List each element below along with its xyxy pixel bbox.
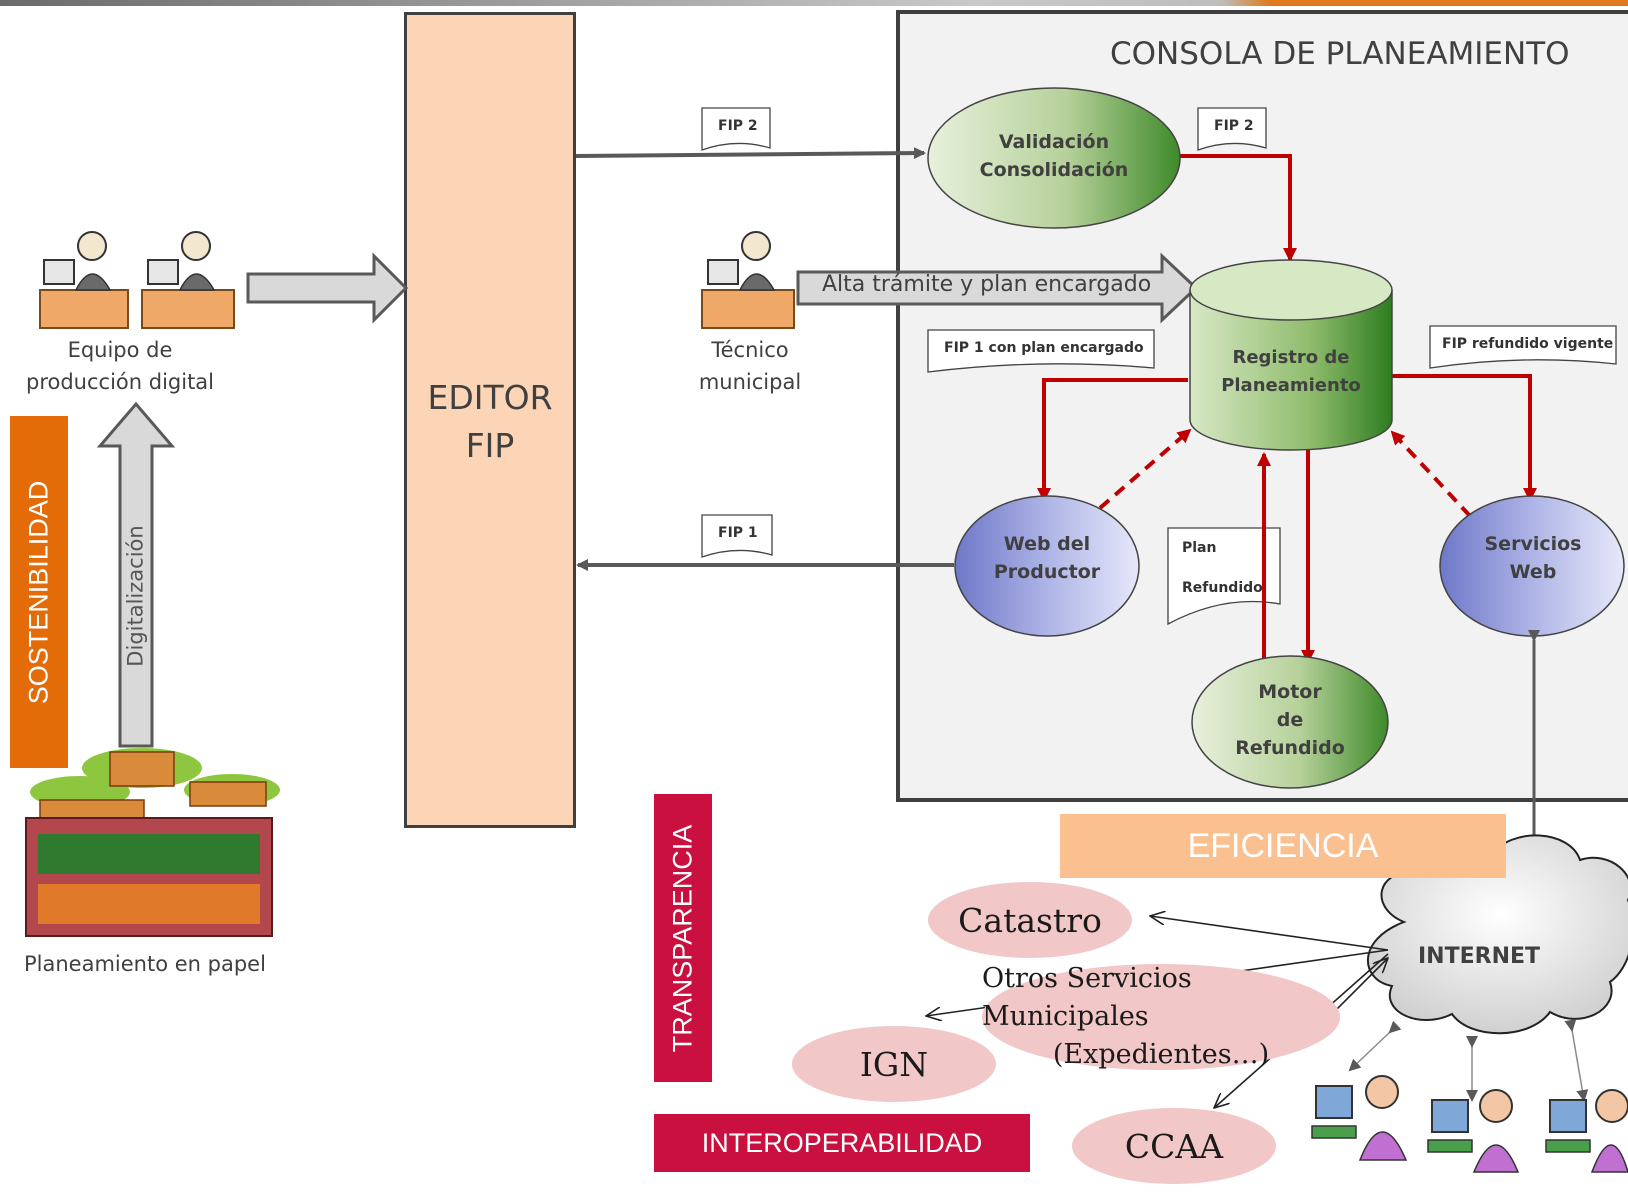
registro-line2: Planeamiento (1221, 375, 1361, 396)
editor-label-line2: FIP (465, 426, 515, 465)
oval-ccaa: CCAA (1072, 1108, 1276, 1184)
oval-ign: IGN (792, 1026, 996, 1102)
label-servicios-web: Servicios Web (1442, 530, 1624, 586)
label-fip1: FIP 1 (718, 525, 758, 541)
caption-planeamiento-papel: Planeamiento en papel (24, 952, 266, 976)
band-eficiencia: EFICIENCIA (1060, 814, 1506, 878)
caption-tecnico: Técnico municipal (680, 334, 820, 398)
note-fip2-top (701, 107, 771, 151)
servicios-line2: Web (1509, 561, 1557, 583)
motor-line1: Motor (1258, 681, 1322, 703)
block-arrow-equipo-to-editor (246, 252, 409, 324)
arrow-internet-catastro (1150, 916, 1389, 951)
bookshelf-icon (25, 748, 280, 937)
label-registro: Registro de Planeamiento (1190, 344, 1392, 400)
oval-otros-servicios: Otros Servicios Municipales (Expedientes… (982, 963, 1340, 1070)
label-refundido: Refundido (1182, 580, 1263, 596)
red-arrow-validacion-to-registro (1178, 154, 1297, 262)
red-dashed-servicios-to-registro (1390, 430, 1472, 518)
red-dashed-webproductor-to-registro (1098, 428, 1192, 510)
label-digitalizacion: Digitalización (124, 525, 148, 667)
worker-icon-1 (39, 231, 129, 329)
note-fip1-encargado (927, 329, 1155, 373)
otros-line1: Otros Servicios Municipales (982, 963, 1192, 1032)
label-internet: INTERNET (1418, 944, 1541, 969)
editor-fip-box (404, 12, 576, 828)
label-fip-refundido: FIP refundido vigente (1442, 336, 1614, 352)
oval-validacion (927, 87, 1181, 229)
web-productor-line1: Web del (1003, 533, 1091, 555)
tecnico-line2: municipal (698, 370, 802, 394)
motor-line2: de (1276, 709, 1304, 731)
band-sostenibilidad: SOSTENIBILIDAD (10, 416, 68, 768)
servicios-line1: Servicios (1484, 533, 1582, 555)
top-decorative-bar (0, 0, 1628, 6)
arrow-internet-user1 (1348, 1020, 1402, 1072)
red-arrow-registro-to-servicios (1392, 374, 1537, 502)
user-computer-icon-2 (1427, 1089, 1520, 1173)
validacion-line2: Consolidación (979, 159, 1129, 181)
caption-equipo: Equipo de producción digital (0, 334, 240, 398)
arrow-internet-user3 (1564, 1019, 1589, 1102)
label-fip2-console: FIP 2 (1214, 118, 1254, 134)
oval-web-productor (954, 495, 1140, 637)
arrow-editor-to-validacion (575, 147, 926, 160)
label-web-productor: Web del Productor (956, 530, 1138, 586)
band-interoperabilidad: INTEROPERABILIDAD (654, 1114, 1030, 1172)
label-sostenibilidad: SOSTENIBILIDAD (23, 480, 54, 704)
cylinder-registro (1189, 259, 1393, 451)
block-arrow-tecnico-to-registro (796, 252, 1199, 324)
note-plan-refundido (1167, 527, 1281, 626)
band-transparencia: TRANSPARENCIA (654, 794, 712, 1082)
equipo-line2: producción digital (25, 370, 214, 394)
otros-line2: (Expedientes…) (1052, 1039, 1270, 1070)
label-fip2-top: FIP 2 (718, 118, 758, 134)
note-fip1 (701, 514, 773, 558)
label-plan: Plan (1182, 540, 1217, 556)
web-productor-line2: Productor (993, 561, 1101, 583)
oval-motor-refundido (1191, 655, 1389, 789)
motor-line3: Refundido (1235, 737, 1345, 759)
label-motor: Motor de Refundido (1194, 678, 1386, 762)
label-digitalizacion-wrap: Digitalización (118, 456, 154, 736)
oval-catastro: Catastro (928, 882, 1132, 958)
block-arrow-digitalizacion (96, 401, 176, 748)
editor-fip-label: EDITOR FIP (404, 374, 576, 470)
note-fip-refundido (1429, 325, 1617, 369)
label-fip1-encargado: FIP 1 con plan encargado (944, 340, 1144, 356)
worker-icon-2 (141, 231, 235, 329)
equipo-line1: Equipo de (67, 338, 173, 362)
registro-line1: Registro de (1232, 347, 1350, 368)
label-alta-tramite: Alta trámite y plan encargado (822, 272, 1152, 297)
user-computer-icon-1 (1311, 1075, 1408, 1161)
tecnico-line1: Técnico (711, 338, 789, 362)
label-transparencia: TRANSPARENCIA (667, 824, 698, 1052)
console-title: CONSOLA DE PLANEAMIENTO (1110, 36, 1570, 72)
editor-label-line1: EDITOR (427, 378, 553, 417)
red-arrow-registro-to-webproductor (1037, 378, 1188, 502)
tecnico-icon (701, 231, 795, 329)
label-validacion: Validación Consolidación (930, 128, 1178, 184)
user-computer-icon-3 (1545, 1089, 1628, 1173)
note-fip2-console (1197, 107, 1267, 151)
validacion-line1: Validación (998, 131, 1110, 153)
